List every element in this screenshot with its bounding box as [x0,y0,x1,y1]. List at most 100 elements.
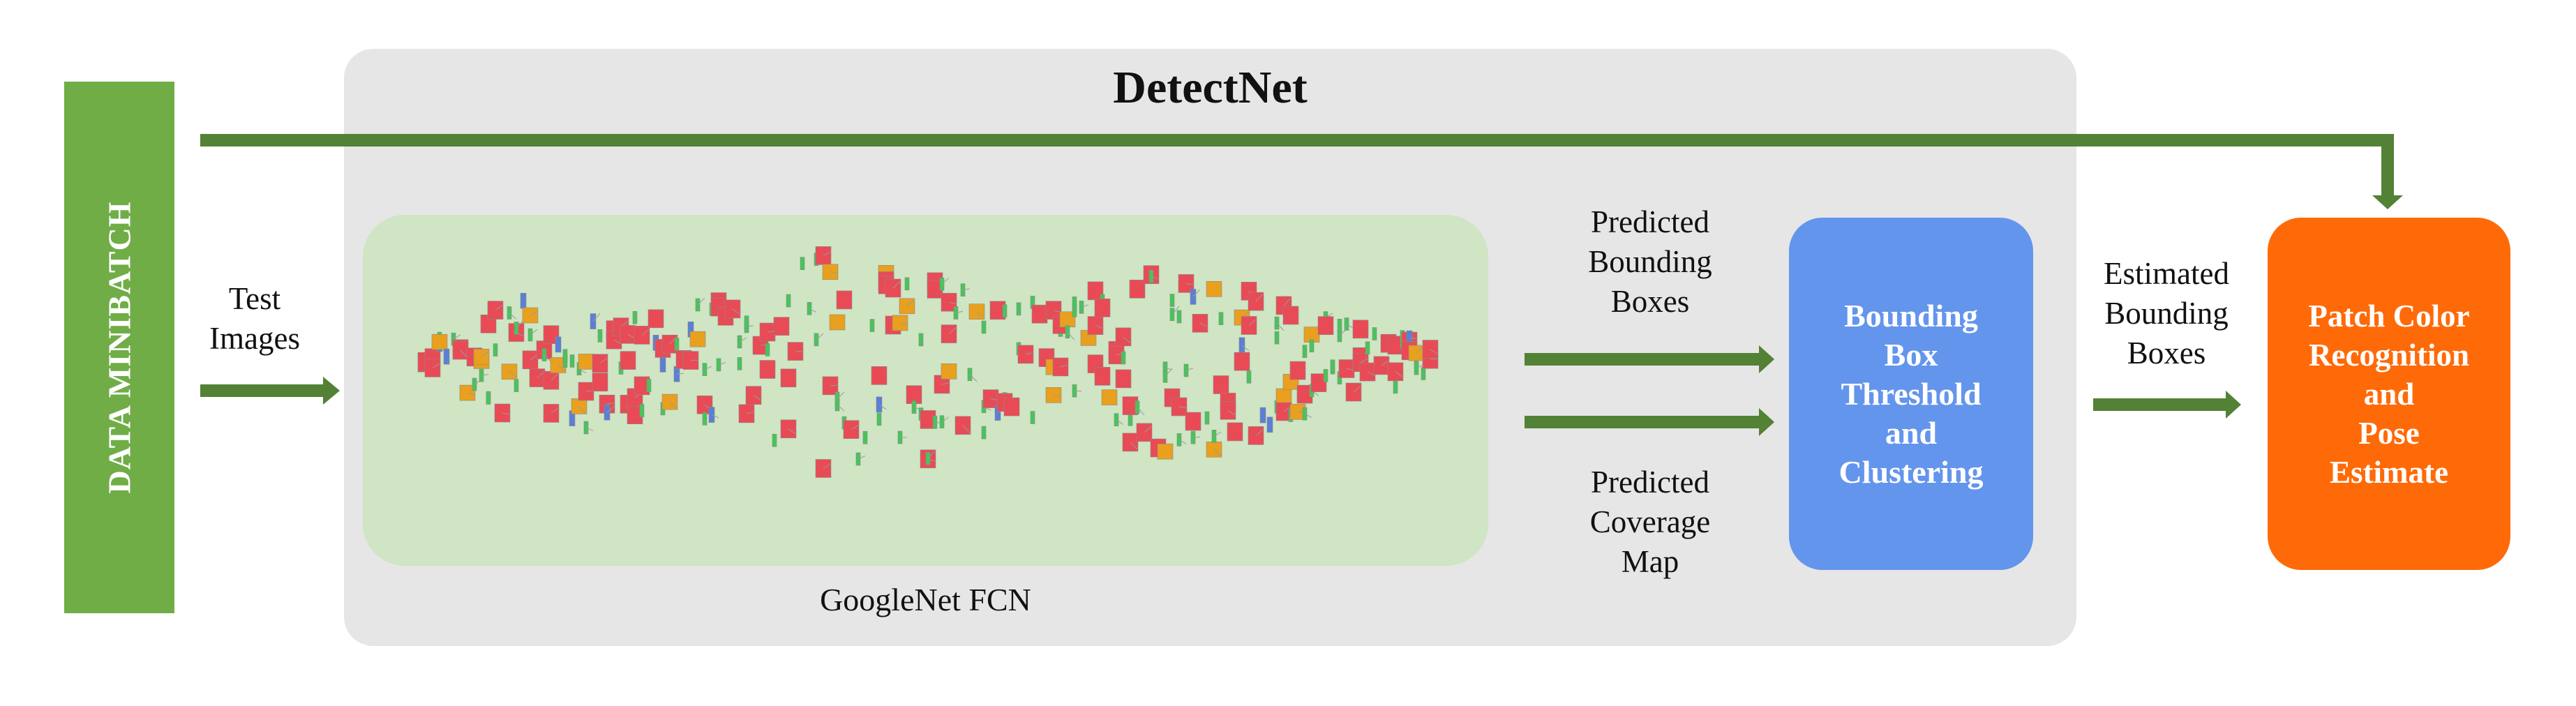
network-layer-edge [627,333,636,339]
network-layer-edge [1255,294,1264,302]
network-layer-node [836,290,853,310]
patch-line-3: and [2363,376,2415,412]
data-minibatch-block: DATA MINIBATCH [64,82,174,613]
pbb-line-1: Predicted [1591,204,1709,239]
network-layer-edge [767,331,775,333]
network-layer-node [632,311,638,324]
network-layer-node [1016,302,1021,316]
patch-line-1: Patch Color [2308,298,2470,333]
network-layer-edge [941,416,950,423]
network-layer-node [745,386,762,405]
network-layer-node [1309,339,1315,352]
network-layer-edge [467,392,475,396]
network-layer-edge [641,329,650,336]
network-layer-edge [509,371,517,377]
network-layer-edge [1025,352,1033,355]
network-layer-node [780,368,797,388]
network-layer-edge [606,402,615,405]
network-layer-edge [669,401,677,409]
network-layer-node [876,412,882,426]
network-layer-edge [962,288,971,291]
network-layer-node [443,348,450,365]
network-layer-node [647,309,664,329]
network-layer-edge [1060,364,1068,368]
network-layer-edge [592,313,601,322]
network-layer-edge [544,354,552,363]
network-layer-node [424,359,441,377]
network-layer-edge [1430,349,1438,354]
network-layer-edge [697,297,705,306]
network-layer-node [1310,373,1327,392]
network-layer-edge [809,308,817,313]
network-layer-edge [746,412,754,414]
network-layer-node [431,333,448,350]
patch-line-4: Pose [2358,415,2420,451]
network-layer-node [1241,316,1257,335]
network-layer-edge [990,398,998,401]
network-layer-edge [1213,431,1222,437]
network-layer-node [1317,316,1334,335]
network-layer-node [869,319,875,332]
network-layer-node [1136,423,1153,442]
network-layer-node [646,379,652,392]
network-layer-edge [1151,276,1159,280]
bbox-line-5: Clustering [1839,453,1984,490]
network-layer-edge [718,361,726,366]
network-layer-node [1129,280,1146,299]
network-layer-edge [1360,358,1368,363]
network-layer-node [925,451,931,465]
network-layer-node [473,349,490,365]
network-layer-node [1094,367,1111,386]
test-images-arrow [200,377,340,405]
network-layer-node [1003,397,1020,416]
network-layer-edge [1081,304,1089,308]
network-layer-edge [1346,368,1354,370]
network-layer-node [604,404,611,421]
googlenet-fcn-label: GoogleNet FCN [820,582,1031,617]
network-layer-node [634,326,650,345]
network-layer-edge [1144,426,1152,433]
network-layer-node [569,354,575,368]
network-layer-node [1115,369,1132,389]
network-layer-node [702,412,707,426]
network-layer-node [1101,389,1118,405]
network-layer-edge [1178,439,1187,444]
network-layer-edge [530,329,538,336]
network-layer-node [1259,407,1266,423]
network-layer-node [689,331,706,347]
network-layer-node [885,278,901,298]
bbox-line-3: Threshold [1841,375,1982,412]
predicted-bounding-boxes-arrow [1525,345,1774,373]
network-layer-edge [669,336,677,345]
network-layer-node [1372,327,1377,340]
network-layer-edge [551,407,559,414]
network-layer-edge [830,384,838,386]
test-images-label: Test Images [199,279,310,359]
network-layer-node [695,298,701,312]
network-layer-node [1204,411,1210,425]
network-layer-node [493,343,498,356]
patch-color-recognition-block: Patch Color Recognition and Pose Estimat… [2268,218,2510,570]
detectnet-title: DetectNet [1113,62,1308,113]
network-layer-edge [711,414,719,419]
network-layer-edge [516,320,524,329]
network-layer-node [1266,416,1273,433]
network-graph-icon [417,246,1439,478]
network-layer-edge [892,280,901,289]
network-layer-node [904,277,910,291]
network-layer-node [1352,320,1369,339]
network-layer-edge [481,352,489,357]
network-layer-edge [1171,306,1180,315]
network-layer-node [1218,312,1224,325]
network-layer-node [1227,422,1243,442]
predicted-coverage-map-label: Predicted Coverage Map [1535,463,1765,582]
pbb-line-3: Boxes [1610,284,1690,319]
network-layer-edge [1276,322,1285,331]
network-layer-node [737,357,742,370]
network-layers [417,246,1439,478]
network-layer-edge [530,311,538,316]
network-layer-node [1337,319,1342,332]
network-layer-edge [969,374,978,382]
predicted-coverage-map-arrow [1525,408,1774,436]
predicted-bounding-boxes-label: Predicted Bounding Boxes [1535,202,1765,322]
